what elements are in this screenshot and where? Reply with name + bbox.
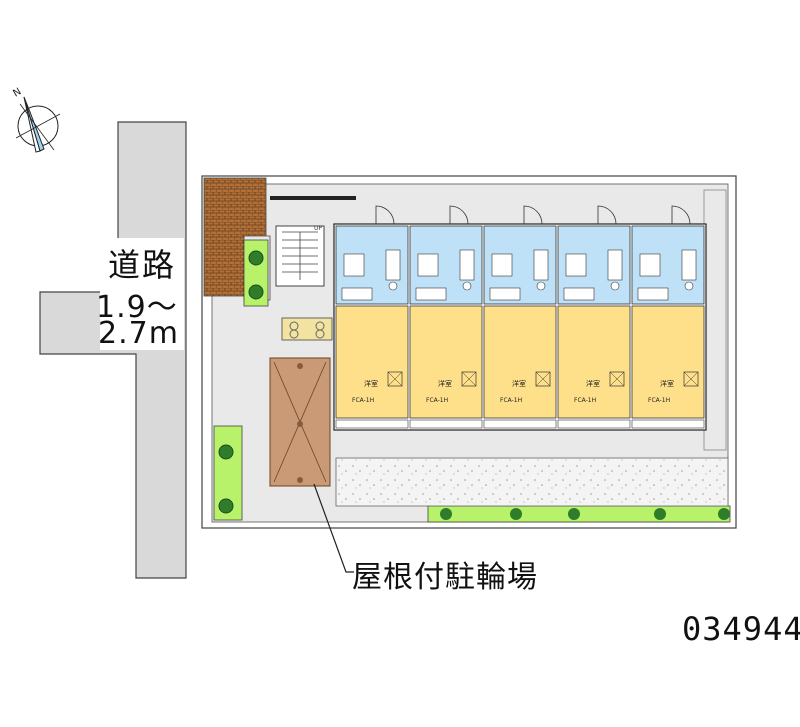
unit-room-label: 洋室	[438, 379, 452, 388]
unit-type-label: FCA-1H	[500, 397, 522, 404]
apartment-unit: 洋室 FCA-1H	[409, 205, 483, 429]
compass-icon: N	[11, 86, 61, 153]
planter-left-bottom	[213, 425, 243, 521]
unit-room-label: 洋室	[660, 379, 674, 388]
apartment-building: 洋室 FCA-1H 洋室 FCA-1H 洋室 FCA-1H 洋室 FCA-1H 洋室 FCA-1H	[333, 205, 707, 431]
unit-type-label: FCA-1H	[648, 397, 670, 404]
waste-collection-pad	[281, 317, 333, 341]
road	[39, 121, 187, 579]
svg-text:UP: UP	[314, 225, 322, 232]
unit-type-label: FCA-1H	[352, 397, 374, 404]
bike-parking-label: 屋根付駐輪場	[352, 560, 538, 595]
apartment-unit: 洋室 FCA-1H	[335, 205, 409, 429]
road-width-bottom: 2.7m	[98, 316, 179, 351]
unit-type-label: FCA-1H	[574, 397, 596, 404]
apartment-unit: 洋室 FCA-1H	[557, 205, 631, 429]
planter-bottom-strip	[427, 505, 731, 523]
callout-line	[313, 483, 354, 573]
wall-segment	[270, 196, 356, 200]
road-label: 道路	[108, 246, 177, 284]
north-marker: N	[11, 86, 23, 99]
staircase: UP	[275, 225, 325, 287]
apartment-unit: 洋室 FCA-1H	[631, 205, 705, 429]
unit-room-label: 洋室	[512, 379, 526, 388]
unit-room-label: 洋室	[364, 379, 378, 388]
planter-left-top	[243, 239, 269, 307]
unit-type-label: FCA-1H	[426, 397, 448, 404]
covered-bike-parking	[269, 357, 331, 487]
road-width-top: 1.9～	[96, 290, 178, 325]
property-id: 034944	[682, 610, 800, 648]
unit-room-label: 洋室	[586, 379, 600, 388]
apartment-unit: 洋室 FCA-1H	[483, 205, 557, 429]
gravel-area	[335, 457, 729, 507]
